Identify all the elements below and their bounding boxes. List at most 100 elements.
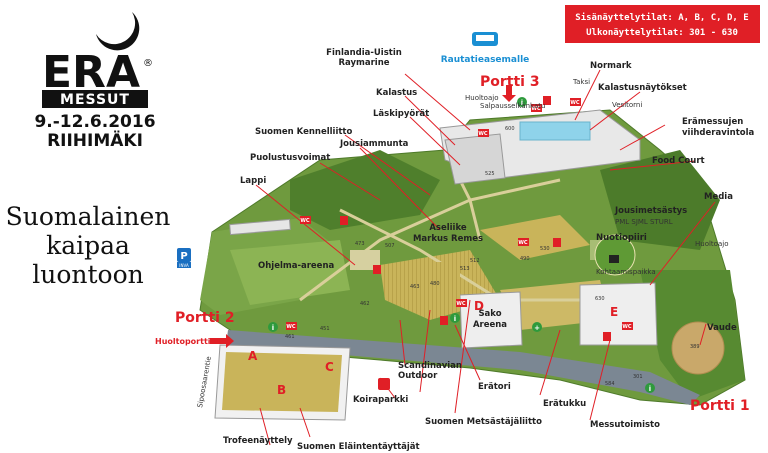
label-food-court: Food Court	[652, 156, 705, 166]
moon-icon	[96, 12, 140, 51]
label-vaude: Vaude	[707, 323, 737, 333]
sako-label-2: Areena	[473, 320, 507, 330]
label-trofee: Trofeenäyttely	[223, 436, 293, 446]
label-kennelliitto: Suomen Kennelliitto	[255, 127, 352, 137]
field-ohjelma	[230, 240, 350, 305]
wc-icons	[286, 98, 633, 330]
label-finlandia-2: Raymarine	[338, 58, 389, 68]
stand-number: 513	[460, 266, 470, 272]
logo-registered: ®	[143, 58, 153, 69]
info-icon: i	[649, 385, 651, 393]
info-box	[565, 5, 760, 43]
gate3-arrow	[502, 85, 516, 102]
logo-messut-bar	[42, 90, 148, 108]
info-icon-text: i i i i +	[272, 99, 651, 393]
label-puolustusvoimat: Puolustusvoimat	[250, 153, 330, 163]
info-icons	[268, 97, 655, 393]
stand-numbers: 301 389 451 461 462 463 473 480 490 507 …	[285, 126, 700, 387]
tagline-1: Suomalainen	[6, 202, 171, 231]
label-taksi: Taksi	[572, 78, 590, 86]
stand-number: 462	[360, 301, 370, 307]
wc-icon: WC	[478, 131, 488, 137]
label-ohjelma: Ohjelma-areena	[258, 261, 334, 271]
label-salpausselka: Salpausselkänkatu	[480, 102, 545, 110]
label-normark: Normark	[590, 61, 632, 71]
tagline-2: kaipaa	[46, 231, 130, 260]
label-kohtaamispaikka: Kohtaamispaikka	[596, 268, 656, 276]
label-huoltoajo-north: Huoltoajo	[465, 94, 498, 102]
gate2-arrow	[210, 334, 234, 348]
logo-messut: MESSUT	[60, 92, 130, 108]
stand-number: 490	[520, 256, 530, 262]
wc-icon: WC	[518, 240, 528, 246]
logo-dates: 9.-12.6.2016	[34, 112, 155, 132]
stand-number: 463	[410, 284, 420, 290]
hall-e	[579, 282, 658, 346]
label-aseliike-2: Markus Remes	[413, 234, 483, 244]
wc-icon: WC	[300, 218, 310, 224]
stand-number: 389	[690, 344, 700, 350]
label-lappi: Lappi	[240, 176, 266, 186]
stand-number: 584	[605, 381, 615, 387]
info-outdoor: Ulkonäyttelytilat: 301 - 630	[586, 27, 738, 38]
wc-icon: WC	[570, 100, 580, 106]
label-nuotiopiiri: Nuotiopiiri	[596, 233, 647, 243]
hall-b: B	[277, 383, 286, 397]
wc-icon: WC	[286, 324, 296, 330]
label-messutoimisto: Messutoimisto	[590, 420, 660, 430]
stand-number: 630	[595, 296, 605, 302]
label-kalastus: Kalastus	[376, 88, 417, 98]
info-icon: i	[272, 324, 274, 332]
info-icon: i	[454, 315, 456, 323]
wc-icon: WC	[622, 324, 632, 330]
tagline-3: luontoon	[32, 260, 144, 289]
label-jousiammunta: Jousiammunta	[339, 139, 409, 149]
label-metsastajaliitto: Suomen Metsästäjäliitto	[425, 417, 542, 427]
pool	[519, 121, 591, 141]
gate-2: Portti 2	[175, 310, 235, 326]
stand-number: 480	[430, 281, 440, 287]
label-scandinavian-2: Outdoor	[398, 371, 438, 381]
wc-icon: WC	[531, 106, 541, 112]
stand-number: 525	[485, 171, 495, 177]
inva-label: INVA	[179, 263, 189, 268]
huoltoportti-label: Huoltoportti	[155, 337, 211, 346]
label-finlandia-1: Finlandia-Uistin	[326, 48, 402, 58]
hall-d: D	[474, 299, 484, 313]
stand-number: 507	[385, 243, 395, 249]
label-eratori: Erätori	[478, 382, 511, 392]
label-koiraparkki: Koiraparkki	[353, 395, 408, 405]
forest-east	[600, 150, 720, 250]
path-1	[299, 178, 561, 302]
hall-e: E	[610, 305, 618, 319]
parking-icon	[177, 248, 191, 262]
logo-era: ERA	[42, 47, 140, 98]
logo-city: RIIHIMÄKI	[47, 129, 143, 151]
label-kalastusnaytokset: Kalastusnäytökset	[598, 83, 687, 93]
label-elaintentayttajat: Suomen Eläintentäyttäjät	[297, 442, 420, 452]
train-label: Rautatieasemalle	[441, 55, 530, 65]
info-icon: i	[521, 99, 523, 107]
stand-block-1	[229, 218, 291, 236]
hall-a: A	[248, 349, 258, 363]
dog-icon	[378, 378, 390, 390]
info-indoor: Sisänäyttelytilat: A, B, C, D, E	[575, 12, 748, 23]
stand-number: 301	[633, 374, 643, 380]
gate-1: Portti 1	[690, 398, 750, 414]
hall-c: C	[325, 360, 334, 374]
label-jousimetsastys: Jousimetsästys	[614, 206, 687, 216]
stand-number: 600	[505, 126, 515, 132]
stand-block-2	[420, 262, 460, 302]
stand-number: 512	[470, 258, 480, 264]
stand-number: 473	[355, 241, 365, 247]
inva-icon	[177, 262, 191, 268]
train-window	[476, 35, 494, 41]
label-vesitorni: Vesitorni	[612, 101, 642, 109]
label-jousi-orgs: PML SJML STURL	[615, 218, 673, 226]
first-aid-icon: +	[534, 324, 540, 332]
stand-number: 461	[285, 334, 295, 340]
label-aseliike-1: Aseliike	[429, 223, 467, 233]
label-huoltoajo: Huoltoajo	[695, 240, 728, 248]
